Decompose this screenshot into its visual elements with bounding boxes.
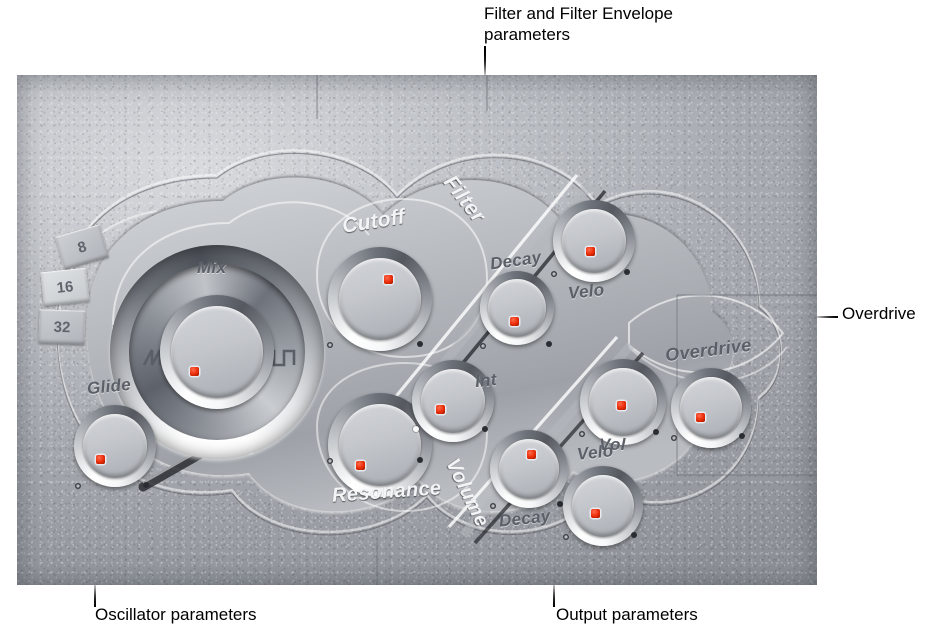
- callout-oscillator-label: Oscillator parameters: [95, 605, 257, 624]
- knob-filter-velo-min-mark: [551, 271, 557, 277]
- knob-mix[interactable]: [160, 295, 274, 409]
- panel-inner-shadow: [17, 75, 817, 585]
- knob-glide-max-mark: [143, 482, 149, 488]
- knob-filter-velo-cap: [562, 209, 626, 273]
- knob-filter-int[interactable]: [412, 360, 494, 442]
- knob-volume-velo-max-mark: [631, 532, 637, 538]
- plugin-logo: es m: [224, 573, 319, 585]
- knob-overdrive-min-mark: [671, 435, 677, 441]
- knob-overdrive[interactable]: [671, 368, 751, 448]
- knob-overdrive-max-mark: [739, 433, 745, 439]
- knob-mix-indicator: [190, 367, 199, 376]
- knob-vol-min-mark: [579, 431, 585, 437]
- knob-filter-int-indicator: [436, 405, 445, 414]
- knob-volume-decay-indicator: [527, 450, 536, 459]
- knob-resonance-max-mark: [417, 457, 423, 463]
- knob-filter-velo-max-mark: [624, 269, 630, 275]
- knob-resonance-cap: [339, 404, 421, 486]
- knob-volume-decay-min-mark: [490, 503, 496, 509]
- callout-filter-label: Filter and Filter Envelope parameters: [484, 4, 673, 44]
- knob-volume-velo-indicator: [591, 509, 600, 518]
- knob-vol[interactable]: [580, 359, 666, 445]
- knob-mix-label: Mix: [197, 258, 227, 277]
- knob-vol-max-mark: [653, 429, 659, 435]
- knob-glide-min-mark: [75, 483, 81, 489]
- knob-mix-cap: [171, 306, 263, 398]
- knob-filter-velo-indicator: [586, 247, 595, 256]
- knob-filter-decay-cap: [488, 279, 546, 337]
- knob-cutoff-max-mark: [417, 341, 423, 347]
- knob-cutoff[interactable]: [328, 247, 432, 351]
- knob-filter-velo[interactable]: [553, 200, 635, 282]
- knob-resonance-indicator: [356, 461, 365, 470]
- knob-volume-decay-cap: [499, 439, 559, 499]
- callout-output-label: Output parameters: [556, 605, 698, 624]
- knob-volume-velo[interactable]: [563, 466, 643, 546]
- knob-resonance-min-mark: [327, 458, 333, 464]
- knob-vol-label: Vol: [599, 435, 626, 454]
- knob-filter-decay-min-mark: [480, 343, 486, 349]
- callout-overdrive-label: Overdrive: [842, 304, 916, 323]
- knob-filter-decay-max-mark: [546, 341, 552, 347]
- knob-filter-decay[interactable]: [480, 271, 554, 345]
- knob-volume-velo-min-mark: [563, 534, 569, 540]
- knob-cutoff-cap: [339, 258, 421, 340]
- es-m-plugin-panel[interactable]: 8 16 32 Mix Glide Cutoff: [17, 75, 817, 585]
- knob-vol-indicator: [617, 401, 626, 410]
- knob-filter-int-max-mark: [482, 426, 488, 432]
- knob-glide-cap: [83, 414, 147, 478]
- knob-filter-int-min-mark: [413, 426, 419, 432]
- knob-glide[interactable]: [74, 405, 156, 487]
- knob-filter-decay-indicator: [510, 317, 519, 326]
- knob-overdrive-cap: [680, 377, 742, 439]
- knob-resonance[interactable]: [328, 393, 432, 497]
- knob-cutoff-min-mark: [327, 342, 333, 348]
- knob-cutoff-indicator: [384, 275, 393, 284]
- knob-glide-indicator: [96, 455, 105, 464]
- knob-volume-velo-cap: [572, 475, 634, 537]
- knob-filter-int-cap: [421, 369, 485, 433]
- knob-volume-decay[interactable]: [490, 430, 568, 508]
- knob-overdrive-indicator: [696, 413, 705, 422]
- knob-volume-decay-max-mark: [557, 501, 563, 507]
